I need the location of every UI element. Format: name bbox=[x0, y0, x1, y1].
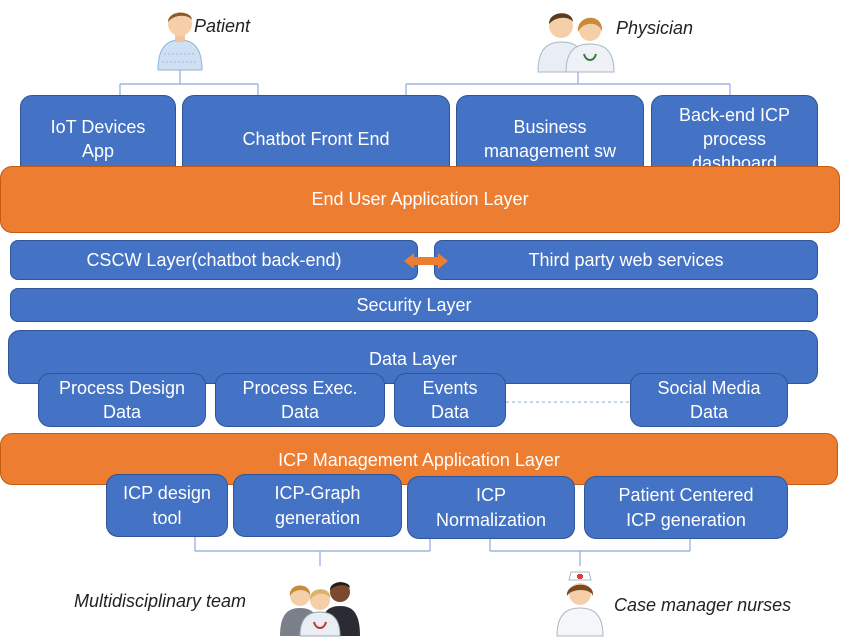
cscw-layer: CSCW Layer(chatbot back-end) bbox=[10, 240, 418, 280]
icp-normalization: ICP Normalization bbox=[407, 476, 575, 539]
chatbot-front-end-label: Chatbot Front End bbox=[242, 128, 390, 149]
icp-normalization-label: ICP Normalization bbox=[435, 485, 547, 530]
data-layer-label: Data Layer bbox=[368, 349, 458, 369]
social-media-data: Social Media Data bbox=[630, 373, 788, 427]
patient-centered-icp-generation-label: Patient Centered ICP generation bbox=[618, 485, 754, 530]
bidirectional-arrow-icon bbox=[404, 253, 448, 269]
iot-devices-app-label: IoT Devices App bbox=[50, 116, 146, 161]
security-layer: Security Layer bbox=[10, 288, 818, 322]
events-data: Events Data bbox=[394, 373, 506, 427]
security-layer-label: Security Layer bbox=[356, 294, 472, 315]
business-management-label: Business management sw bbox=[483, 116, 617, 161]
process-design-data: Process Design Data bbox=[38, 373, 206, 427]
patient-label: Patient bbox=[194, 16, 251, 36]
patient-icon bbox=[157, 12, 203, 71]
process-exec-data-label: Process Exec. Data bbox=[242, 377, 358, 422]
icp-design-tool-label: ICP design tool bbox=[123, 483, 211, 528]
physician-icon bbox=[537, 13, 615, 73]
multidisciplinary-team-label: Multidisciplinary team bbox=[74, 591, 247, 611]
social-media-data-label: Social Media Data bbox=[657, 377, 761, 422]
case-manager-nurses-label: Case manager nurses bbox=[614, 595, 792, 615]
icp-graph-generation-label: ICP-Graph generation bbox=[274, 483, 361, 528]
process-exec-data: Process Exec. Data bbox=[215, 373, 385, 427]
case-manager-nurse-icon bbox=[556, 571, 604, 637]
cscw-layer-label: CSCW Layer(chatbot back-end) bbox=[86, 249, 342, 270]
icp-dashboard-label: Back-end ICP process dashboard bbox=[678, 104, 791, 174]
physician-label: Physician bbox=[616, 18, 694, 38]
third-party-web-services-label: Third party web services bbox=[528, 249, 724, 270]
end-user-application-layer: End User Application Layer bbox=[0, 166, 840, 233]
process-design-data-label: Process Design Data bbox=[58, 377, 186, 422]
end-user-application-layer-label: End User Application Layer bbox=[311, 189, 529, 210]
icp-management-application-layer-label: ICP Management Application Layer bbox=[278, 450, 560, 470]
patient-centered-icp-generation: Patient Centered ICP generation bbox=[584, 476, 788, 539]
events-data-label: Events Data bbox=[422, 377, 478, 422]
icp-design-tool: ICP design tool bbox=[106, 474, 228, 537]
multidisciplinary-team-icon bbox=[280, 582, 360, 637]
third-party-web-services: Third party web services bbox=[434, 240, 818, 280]
icp-graph-generation: ICP-Graph generation bbox=[233, 474, 402, 537]
